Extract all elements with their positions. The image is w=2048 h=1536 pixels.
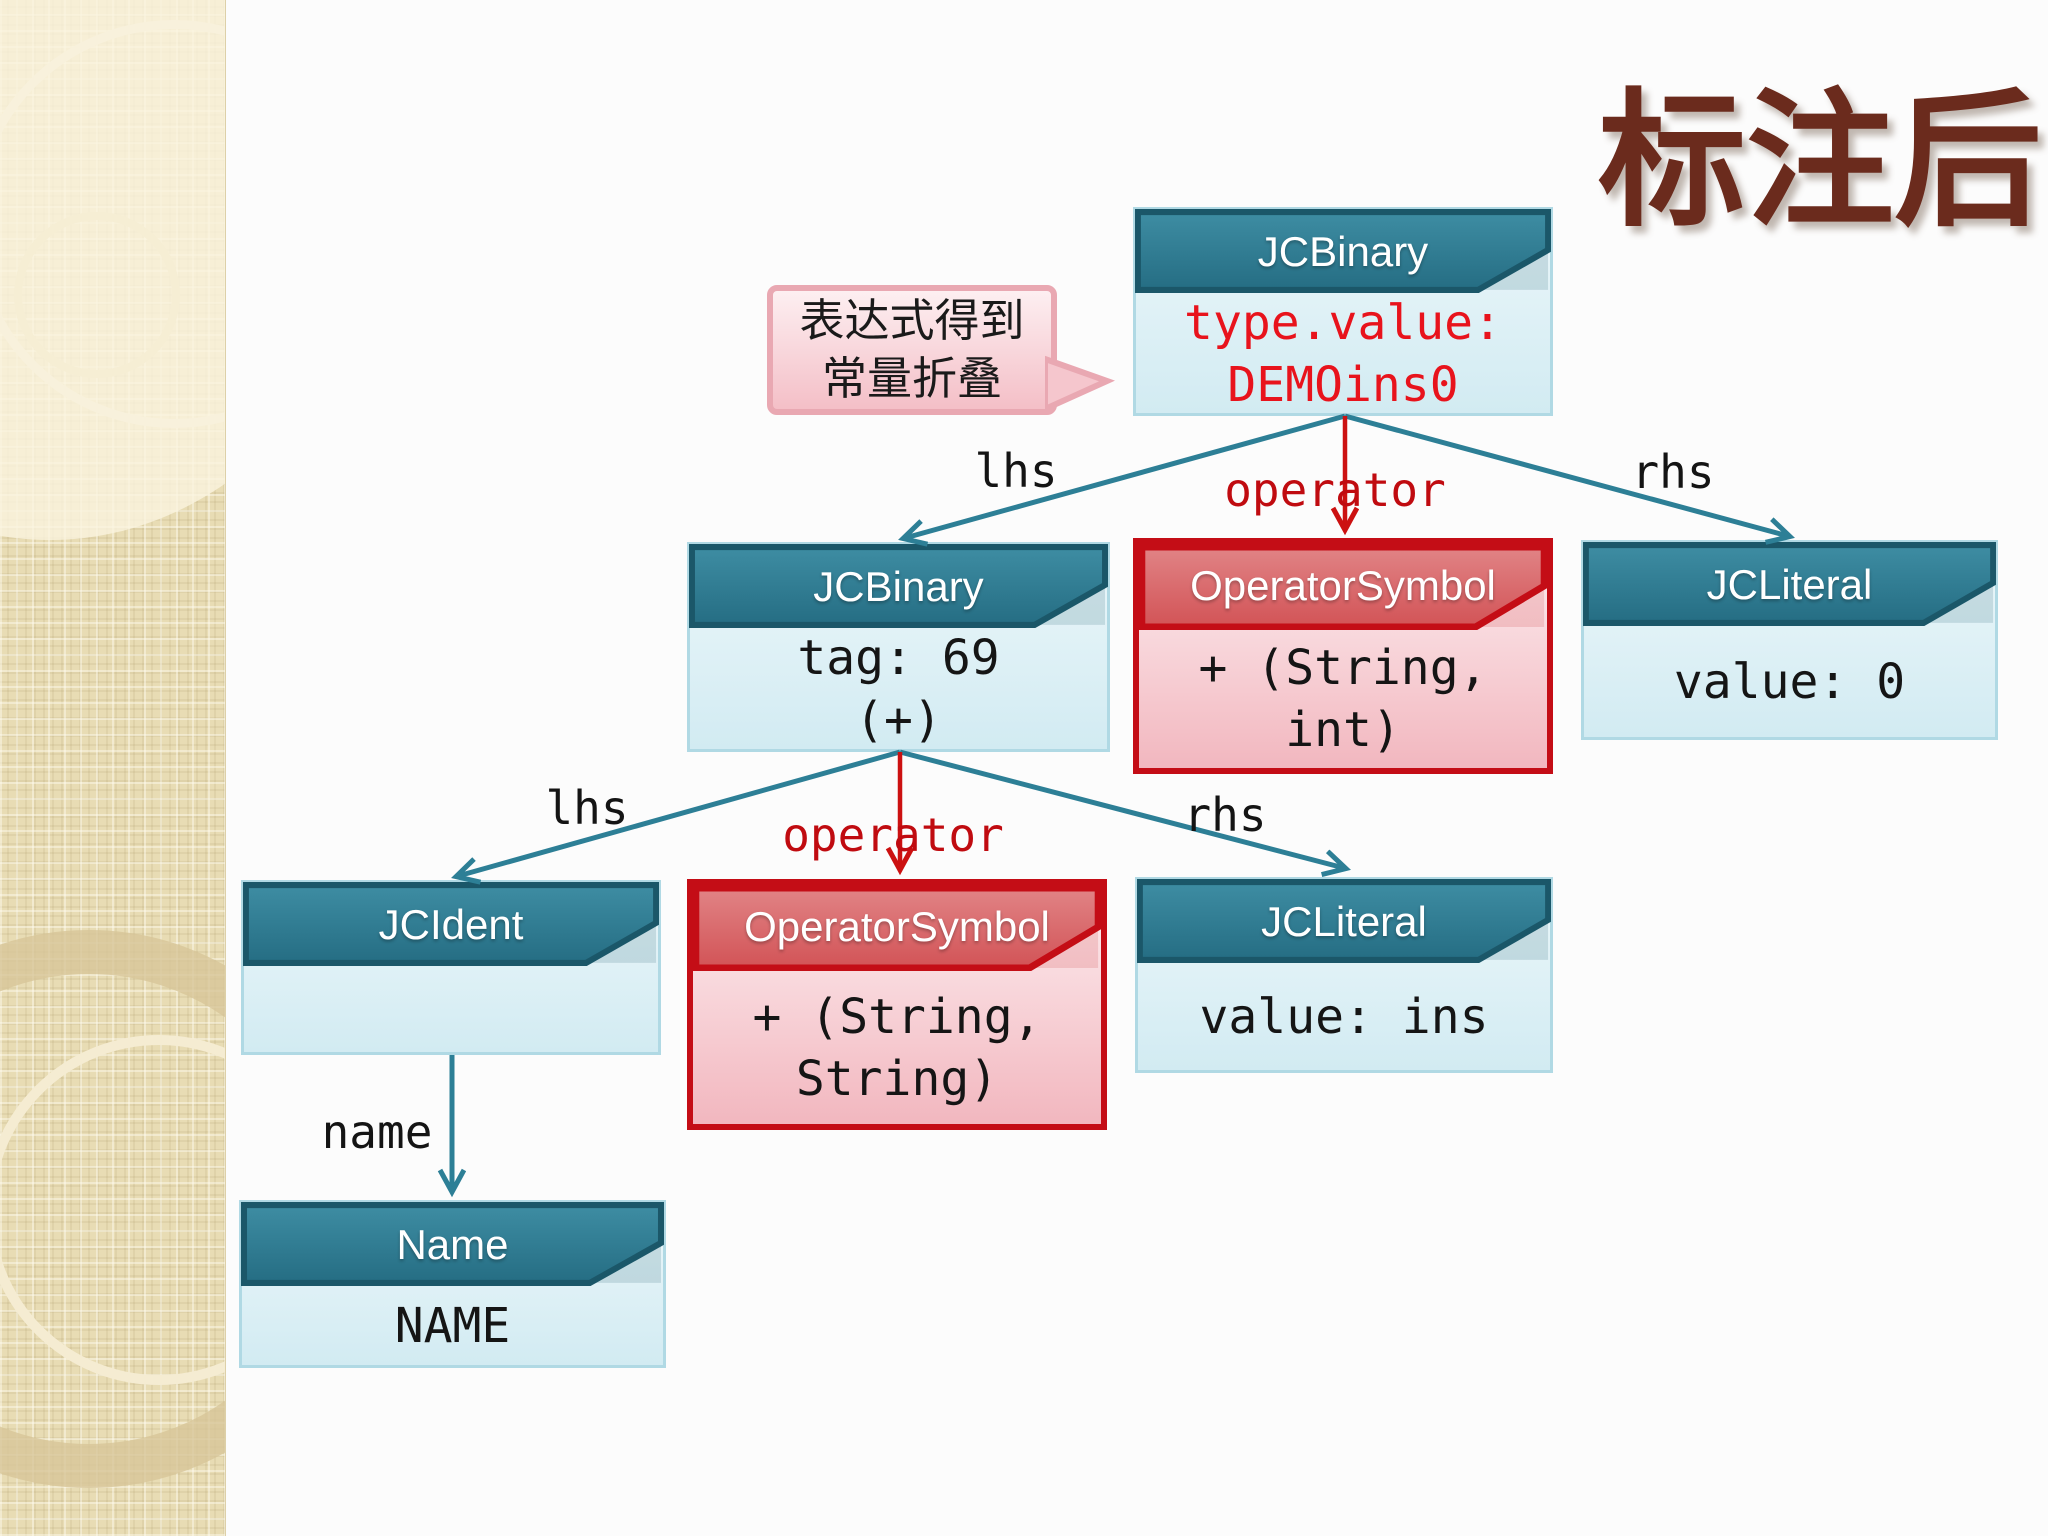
node-body-line: (+)	[855, 692, 942, 748]
node-body-line: type.value:	[1184, 294, 1502, 351]
node-jcident: JCIdent	[241, 880, 661, 1055]
node-body-line: value: 0	[1673, 654, 1906, 710]
node-header-label: JCBinary	[813, 563, 984, 610]
node-body-line: int)	[1285, 702, 1401, 758]
node-header-shape	[693, 885, 1101, 971]
node-body-line: DEMOins0	[1227, 356, 1459, 413]
callout-line: 常量折叠	[821, 353, 1002, 404]
edge-label-name: name	[321, 1105, 433, 1159]
decorative-circle	[14, 212, 180, 378]
edge-label-lhs-2: lhs	[545, 781, 629, 835]
node-header-shape	[241, 1202, 664, 1286]
node-body: NAME	[242, 1287, 663, 1365]
edge-label-operator-2: operator	[782, 808, 1004, 862]
node-header-label: JCIdent	[378, 901, 524, 948]
node-body-line: tag: 69	[797, 630, 1000, 686]
node-body: tag: 69 (+)	[690, 629, 1107, 749]
edge-label-rhs-2: rhs	[1183, 788, 1267, 842]
node-body-line: + (String,	[1198, 640, 1488, 696]
node-header-shape	[689, 544, 1108, 628]
decorative-circle	[0, 930, 225, 1488]
edge-label-operator-1: operator	[1224, 463, 1446, 517]
node-header-shape	[1137, 879, 1551, 963]
callout-constant-folding: 表达式得到 常量折叠	[767, 285, 1115, 415]
node-header-shape	[1139, 544, 1547, 630]
node-header-shape	[243, 882, 659, 966]
edge-label-rhs-1: rhs	[1631, 445, 1715, 499]
node-jcliteral-2: JCLiteral value: ins	[1135, 877, 1553, 1073]
node-body-line: String)	[795, 1050, 999, 1107]
node-body	[244, 967, 658, 1052]
node-body: + (String, String)	[693, 971, 1101, 1124]
decorative-circle	[0, 1035, 225, 1385]
node-body: type.value: DEMOins0	[1136, 294, 1550, 413]
callout-line: 表达式得到	[799, 295, 1025, 346]
callout-tail	[1045, 355, 1115, 413]
node-name: Name NAME	[239, 1200, 666, 1368]
node-body-line: NAME	[394, 1298, 511, 1354]
node-header-shape	[1583, 542, 1996, 626]
node-jcliteral-1: JCLiteral value: 0	[1581, 540, 1998, 740]
node-body-line: value: ins	[1199, 989, 1489, 1045]
node-header-label: OperatorSymbol	[744, 903, 1050, 950]
node-header-shape	[1135, 209, 1551, 293]
node-body: + (String, int)	[1139, 630, 1547, 768]
slide-title: 标注后	[1598, 79, 2042, 244]
node-jcbinary-left: JCBinary tag: 69 (+)	[687, 542, 1110, 752]
node-operatorsymbol-2: OperatorSymbol + (String, String)	[687, 879, 1107, 1130]
node-header-label: JCBinary	[1257, 228, 1429, 275]
node-header-label: Name	[396, 1221, 509, 1268]
node-header-label: JCLiteral	[1261, 898, 1427, 945]
node-operatorsymbol-1: OperatorSymbol + (String, int)	[1133, 538, 1553, 774]
edge-label-lhs-1: lhs	[974, 444, 1058, 498]
sidebar-decoration	[0, 0, 226, 1536]
node-body-line: + (String,	[752, 988, 1042, 1045]
node-header-label: OperatorSymbol	[1190, 562, 1496, 609]
node-body: value: 0	[1584, 627, 1995, 737]
node-body: value: ins	[1138, 964, 1550, 1070]
node-jcbinary-root: JCBinary type.value: DEMOins0	[1133, 207, 1553, 416]
node-header-label: JCLiteral	[1706, 561, 1873, 608]
